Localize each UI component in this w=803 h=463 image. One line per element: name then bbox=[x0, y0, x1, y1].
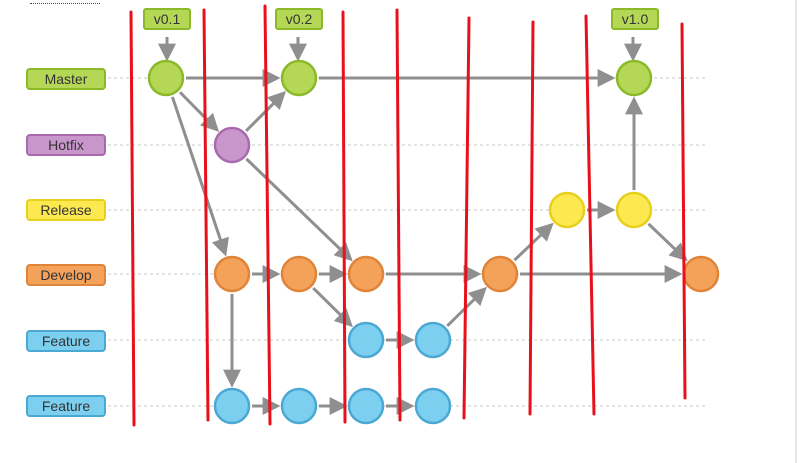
branch-label-hotfix: Hotfix bbox=[26, 134, 106, 156]
commit-node-6 bbox=[213, 255, 251, 293]
commit-node-0 bbox=[147, 59, 185, 97]
commit-node-10 bbox=[682, 255, 720, 293]
edge-release-develop bbox=[647, 222, 688, 262]
branch-label-feature-2: Feature bbox=[26, 395, 106, 417]
branch-label-release: Release bbox=[26, 199, 106, 221]
annotation-line-6 bbox=[528, 20, 535, 416]
edge-master-develop bbox=[170, 96, 229, 257]
commit-node-13 bbox=[213, 387, 251, 425]
tag-v1-0: v1.0 bbox=[611, 8, 659, 30]
branch-label-master: Master bbox=[26, 68, 106, 90]
commit-node-4 bbox=[548, 191, 586, 229]
branch-label-develop: Develop bbox=[26, 264, 106, 286]
annotation-line-3 bbox=[341, 10, 347, 424]
annotation-line-1 bbox=[202, 8, 210, 422]
commit-node-5 bbox=[615, 191, 653, 229]
commit-node-14 bbox=[280, 387, 318, 425]
commit-node-15 bbox=[347, 387, 385, 425]
annotation-line-2 bbox=[263, 4, 272, 426]
tag-v0-1: v0.1 bbox=[143, 8, 191, 30]
annotation-line-7 bbox=[584, 14, 596, 416]
annotation-line-5 bbox=[462, 16, 471, 420]
annotation-line-4 bbox=[395, 8, 402, 422]
annotation-line-0 bbox=[129, 10, 136, 427]
commit-node-2 bbox=[615, 59, 653, 97]
commit-node-9 bbox=[481, 255, 519, 293]
corner-scribble bbox=[30, 0, 100, 4]
commit-node-3 bbox=[213, 126, 251, 164]
edge-master-hotfix bbox=[178, 91, 220, 132]
commit-node-7 bbox=[280, 255, 318, 293]
annotation-line-8 bbox=[680, 22, 687, 400]
edge-hotfix-develop bbox=[245, 157, 353, 262]
commit-node-1 bbox=[280, 59, 318, 97]
branch-label-feature-1: Feature bbox=[26, 330, 106, 352]
commit-node-12 bbox=[414, 321, 452, 359]
tag-v0-2: v0.2 bbox=[275, 8, 323, 30]
commit-node-8 bbox=[347, 255, 385, 293]
commit-node-11 bbox=[347, 321, 385, 359]
right-edge bbox=[795, 0, 797, 463]
commit-node-16 bbox=[414, 387, 452, 425]
